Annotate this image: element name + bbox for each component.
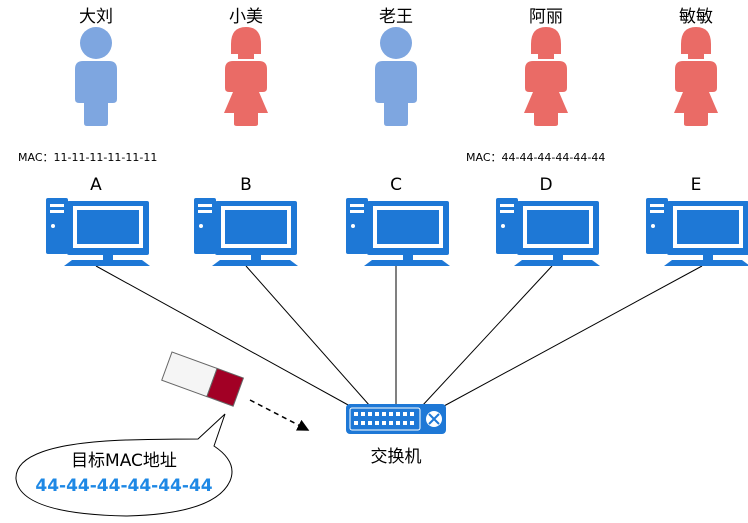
person-name: 大刘 <box>79 7 113 27</box>
network-switch <box>346 404 446 434</box>
link-D <box>421 265 553 407</box>
frame-arrow <box>249 399 310 431</box>
person-name: 老王 <box>379 7 413 27</box>
people-row: 大刘 小美 老王 阿丽 敏敏 <box>75 7 718 126</box>
person-name: 敏敏 <box>679 7 713 27</box>
desktop-computer-icon <box>46 198 150 266</box>
person-3: 老王 <box>375 7 417 126</box>
ethernet-frame-icon <box>161 351 245 407</box>
computer-label: B <box>240 175 252 195</box>
computer-label: A <box>90 175 102 195</box>
user-icon <box>75 27 117 126</box>
mac-address-label: MAC：11-11-11-11-11-11 <box>18 151 157 164</box>
user-icon <box>524 27 568 126</box>
desktop-computer-icon <box>646 198 748 266</box>
switch-label: 交换机 <box>371 447 422 467</box>
person-1: 大刘 <box>75 7 117 126</box>
computer-row: MAC：11-11-11-11-11-11A B C MAC：44-44-44-44-… <box>18 151 748 266</box>
computer-A: MAC：11-11-11-11-11-11A <box>18 151 157 266</box>
callout-mac: 44-44-44-44-44-44 <box>35 476 212 496</box>
computer-E: E <box>646 175 748 266</box>
user-icon <box>674 27 718 126</box>
link-E <box>443 265 703 407</box>
mac-address-label: MAC：44-44-44-44-44-44 <box>466 151 605 164</box>
computer-label: C <box>390 175 402 195</box>
desktop-computer-icon <box>496 198 600 266</box>
desktop-computer-icon <box>346 198 450 266</box>
network-links <box>95 265 703 407</box>
computer-label: D <box>539 175 552 195</box>
user-icon <box>224 27 268 126</box>
computer-D: MAC：44-44-44-44-44-44D <box>466 151 605 266</box>
link-A <box>95 265 351 407</box>
computer-B: B <box>194 175 298 266</box>
person-name: 小美 <box>229 7 263 27</box>
person-2: 小美 <box>224 7 268 126</box>
callout-bubble <box>15 413 233 517</box>
person-name: 阿丽 <box>529 7 563 27</box>
computer-C: C <box>346 175 450 266</box>
person-4: 阿丽 <box>524 7 568 126</box>
computer-label: E <box>691 175 702 195</box>
desktop-computer-icon <box>194 198 298 266</box>
link-B <box>245 265 371 407</box>
person-5: 敏敏 <box>674 7 718 126</box>
callout-title: 目标MAC地址 <box>71 451 177 471</box>
user-icon <box>375 27 417 126</box>
